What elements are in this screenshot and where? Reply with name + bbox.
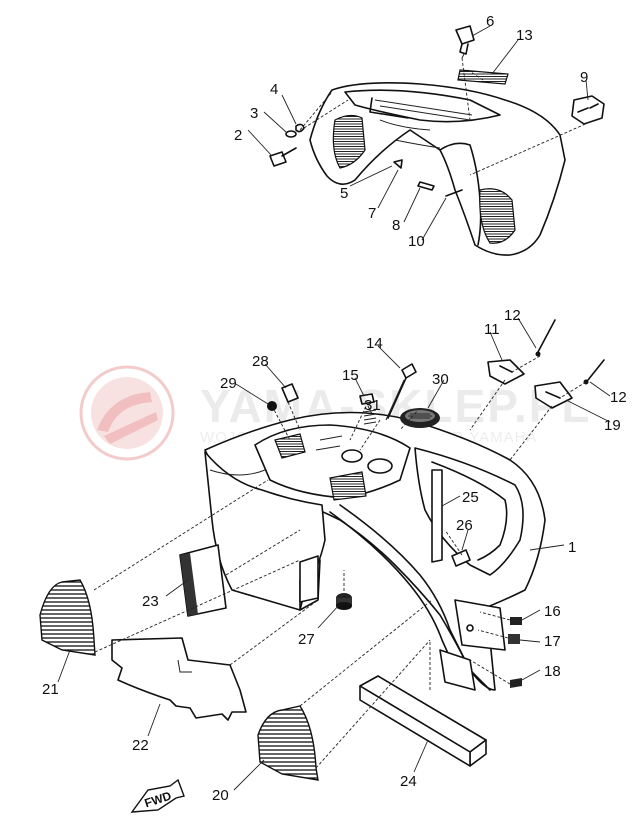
callout-24: 24 — [400, 773, 417, 790]
bracket-part-9 — [571, 95, 605, 125]
screw-part-18 — [510, 678, 522, 688]
callout-1: 1 — [568, 539, 576, 556]
callout-4: 4 — [270, 81, 278, 98]
pin-part-8 — [417, 181, 435, 191]
callout-13: 13 — [516, 27, 533, 44]
callout-26: 26 — [456, 517, 473, 534]
beam-part-24 — [359, 675, 487, 767]
mat-part-22 — [111, 637, 247, 721]
callout-14: 14 — [366, 335, 383, 352]
strip-part-25 — [431, 469, 443, 563]
washer-part-3 — [285, 130, 297, 138]
screw-part-12a — [537, 319, 556, 353]
callout-25: 25 — [462, 489, 479, 506]
side-cover-part-21 — [39, 579, 96, 656]
rod-part-10 — [445, 189, 463, 197]
callout-16: 16 — [544, 603, 561, 620]
callout-21: 21 — [42, 681, 59, 698]
callout-labels: 1 2 3 4 5 6 7 8 9 10 11 12 12 13 14 15 1… — [42, 13, 627, 804]
knob-part-6 — [455, 25, 475, 59]
callout-18: 18 — [544, 663, 561, 680]
lower-cowl-assembly: FWD — [39, 319, 605, 813]
callout-6: 6 — [486, 13, 494, 30]
watermark-logo-icon — [79, 365, 175, 461]
callout-2: 2 — [234, 127, 242, 144]
screw-part-12b — [587, 359, 605, 381]
speaker-grille-part-30 — [400, 408, 440, 428]
clip-part-28 — [281, 383, 299, 403]
bolt-part-2 — [269, 147, 297, 167]
callout-28: 28 — [252, 353, 269, 370]
callout-12-right: 12 — [610, 389, 627, 406]
left-vent-grille — [332, 114, 366, 169]
callout-3: 3 — [250, 105, 258, 122]
bracket-part-11 — [487, 359, 525, 385]
callout-17: 17 — [544, 633, 561, 650]
callout-10: 10 — [408, 233, 425, 250]
callout-19: 19 — [604, 417, 621, 434]
side-cover-part-20 — [257, 705, 319, 781]
callout-29: 29 — [220, 375, 237, 392]
dash-vent-left — [274, 433, 306, 459]
grommet-part-27 — [336, 593, 352, 610]
cap-part-26 — [451, 549, 471, 567]
callout-9: 9 — [580, 69, 588, 86]
upper-shroud-assembly — [269, 25, 605, 256]
callout-30: 30 — [432, 371, 449, 388]
callout-11: 11 — [484, 321, 500, 338]
callout-12-top: 12 — [504, 307, 521, 324]
callout-15: 15 — [342, 367, 359, 384]
callout-5: 5 — [340, 185, 348, 202]
leader-lines — [57, 25, 611, 791]
callout-7: 7 — [368, 205, 376, 222]
left-side-panel — [204, 451, 326, 611]
callout-8: 8 — [392, 217, 400, 234]
washer-part-4 — [295, 123, 305, 133]
dash-vent-right — [329, 471, 367, 501]
right-vent-grille — [479, 188, 516, 244]
callout-27: 27 — [298, 631, 315, 648]
callout-31: 31 — [364, 397, 381, 414]
callout-20: 20 — [212, 787, 229, 804]
emblem-plate — [457, 69, 509, 85]
clip-part-7 — [393, 159, 403, 169]
callout-22: 22 — [132, 737, 149, 754]
callout-23: 23 — [142, 593, 159, 610]
front-shroud — [309, 82, 566, 256]
rod-part-14 — [385, 363, 417, 421]
cap-part-15 — [359, 393, 375, 405]
nut-part-17 — [508, 634, 520, 644]
clip-part-16 — [510, 617, 522, 625]
mount-bracket — [454, 599, 506, 651]
fwd-arrow-icon: FWD — [130, 778, 185, 813]
